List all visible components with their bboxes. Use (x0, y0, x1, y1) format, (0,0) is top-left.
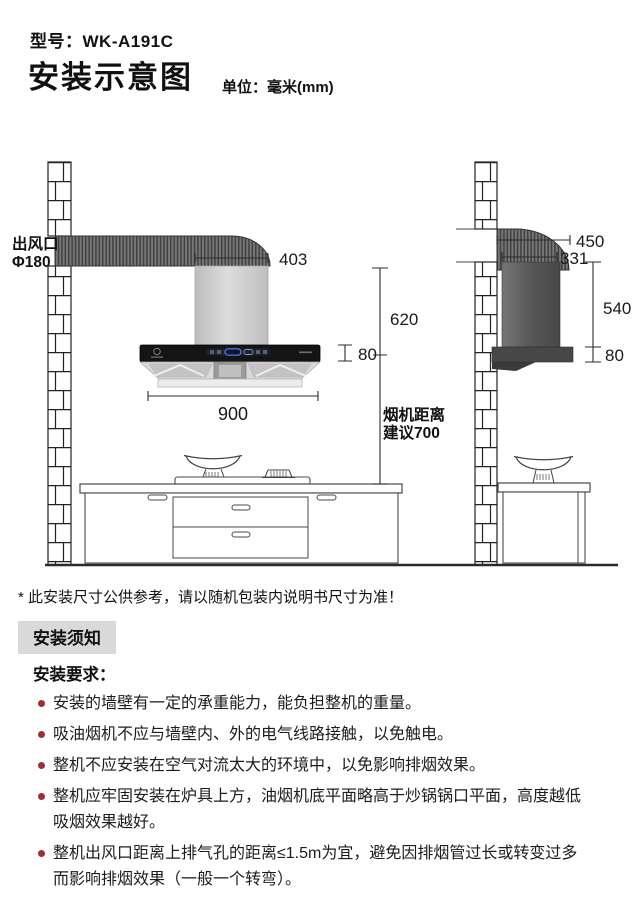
list-item-text: 安装的墙壁有一定的承重能力，能负担整机的重量。 (53, 695, 422, 712)
list-item-text: 吸油烟机不应与墙壁内、外的电气线路接触，以免触电。 (53, 726, 454, 743)
left-wall-upper (47, 161, 72, 237)
dim-line-900 (147, 391, 319, 401)
chimney-front (194, 265, 269, 346)
outlet-label-line2: Φ180 (12, 254, 51, 271)
cabinet-front (79, 476, 403, 564)
list-item: 整机不应安装在空气对流太大的环境中，以免影响排烟效果。 (38, 753, 598, 779)
cabinet-side (497, 482, 591, 564)
dim-line-450 (496, 235, 571, 245)
dim-line-620-700 (372, 267, 388, 485)
front-view: 出风口 Φ180 403 80 620 900 烟机距离 建议700 (12, 161, 445, 566)
filter-mesh-left (148, 363, 213, 378)
hood-body-side (491, 346, 574, 363)
distance-label-line1: 烟机距离 (383, 405, 445, 424)
list-item: 安装的墙壁有一定的承重能力，能负担整机的重量。 (38, 691, 598, 717)
bullet-icon (38, 793, 45, 800)
list-item: 吸油烟机不应与墙壁内、外的电气线路接触，以免触电。 (38, 722, 598, 748)
dim-403-label: 403 (279, 250, 307, 269)
bullet-icon (38, 762, 45, 769)
dim-450-label: 450 (576, 232, 604, 251)
side-view: 450 331 540 80 (456, 161, 631, 566)
list-item: 整机出风口距离上排气孔的距离≤1.5m为宜，避免因排烟管过长或转变过多而影响排烟… (38, 841, 598, 893)
dim-line-403 (194, 253, 269, 263)
hood-underside-side (492, 362, 536, 371)
dim-80-front-label: 80 (358, 345, 377, 364)
wok-side (513, 455, 574, 484)
section-title-install-notice: 安装须知 (18, 621, 116, 654)
drawer-handle (231, 531, 251, 538)
dim-540-label: 540 (603, 299, 631, 318)
dim-line-80 (338, 344, 352, 362)
wok-front (183, 454, 243, 478)
dim-line-540-80 (585, 261, 601, 363)
gas-burner (262, 469, 295, 479)
display-icon (224, 348, 242, 356)
range-hood-front (138, 344, 322, 388)
dim-620-label: 620 (390, 310, 418, 329)
filter-mesh-right (247, 363, 312, 378)
model-number: 型号：WK-A191C (30, 32, 174, 51)
air-duct (54, 235, 271, 267)
wall-hole-ledges (456, 228, 475, 263)
distance-label-line2: 建议700 (383, 424, 440, 442)
page-title: 安装示意图 (28, 60, 193, 95)
dim-80-side-label: 80 (605, 346, 624, 365)
brand-logo-icon (153, 347, 161, 356)
door-handle (147, 494, 168, 501)
list-item-text: 整机应牢固安装在炉具上方，油烟机底平面略高于炒锅锅口平面，高度越低吸烟效果越好。 (53, 788, 582, 831)
right-wall-upper (474, 161, 498, 230)
list-item-text: 整机不应安装在空气对流太大的环境中，以免影响排烟效果。 (53, 757, 486, 774)
drawer-handle (231, 504, 251, 511)
list-item: 整机应牢固安装在炉具上方，油烟机底平面略高于炒锅锅口平面，高度越低吸烟效果越好。 (38, 784, 598, 836)
install-requirements-subtitle: 安装要求： (33, 666, 116, 684)
right-wall-lower (474, 261, 498, 566)
dim-331-label: 331 (560, 249, 588, 268)
install-requirements-list: 安装的墙壁有一定的承重能力，能负担整机的重量。 吸油烟机不应与墙壁内、外的电气线… (38, 691, 598, 898)
outlet-label-line1: 出风口 (12, 234, 59, 253)
footnote: * 此安装尺寸公供参考，请以随机包装内说明书尺寸为准！ (18, 589, 404, 606)
duct-elbow-side (496, 228, 570, 271)
bullet-icon (38, 731, 45, 738)
dim-900-label: 900 (218, 404, 248, 424)
unit-label: 单位：毫米(mm) (222, 79, 334, 96)
chimney-side (501, 261, 561, 348)
list-item-text: 整机出风口距离上排气孔的距离≤1.5m为宜，避免因排烟管过长或转变过多而影响排烟… (53, 845, 578, 888)
door-handle (316, 494, 337, 501)
left-wall-lower (47, 265, 72, 566)
installation-diagram: 出风口 Φ180 403 80 620 900 烟机距离 建议700 (12, 161, 631, 567)
dim-line-331 (501, 252, 558, 262)
bullet-icon (38, 850, 45, 857)
bullet-icon (38, 700, 45, 707)
